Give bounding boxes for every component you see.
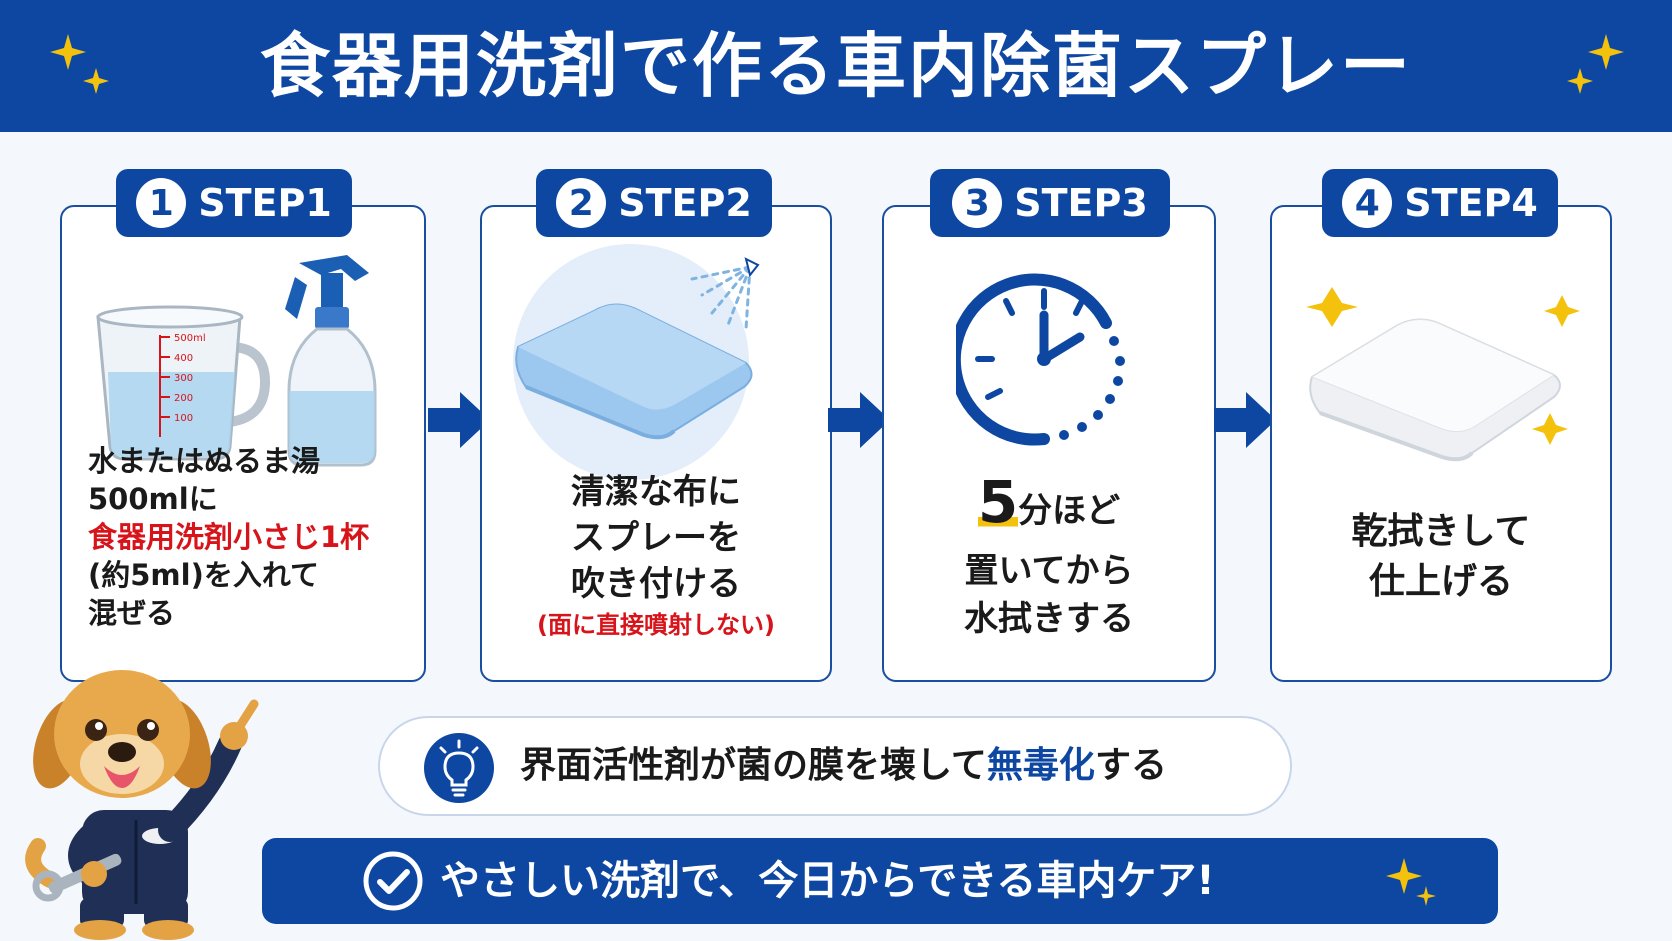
text-highlight: 食器用洗剤小さじ1杯 — [88, 520, 370, 554]
measuring-cup-icon: 500ml 400 300 200 100 — [96, 305, 270, 461]
tip-text: 界面活性剤が菌の膜を壊して無毒化する — [520, 718, 1167, 814]
step-3-text: 置いてから 水拭きする — [884, 547, 1214, 643]
text-line: スプレーを — [571, 518, 741, 558]
step-2-note: (面に直接噴射しない) — [537, 611, 775, 639]
sparkle-icon — [1567, 34, 1624, 94]
tip-highlight: 無毒化 — [986, 745, 1095, 786]
step-4-text: 乾拭きして 仕上げる — [1272, 507, 1610, 607]
step-badge: 1 STEP1 — [116, 169, 352, 237]
step-badge: 3 STEP3 — [930, 169, 1170, 237]
text-line: 仕上げる — [1368, 561, 1513, 602]
bottom-banner: やさしい洗剤で、今日からできる車内ケア! — [262, 838, 1498, 924]
step-card-3: 3 STEP3 5分ほど 置いてから 水拭きする — [882, 169, 1216, 682]
arrow-right-icon — [428, 392, 490, 448]
clean-towel-icon — [1306, 287, 1580, 462]
cup-mark: 100 — [174, 413, 193, 424]
tip-text-after: する — [1094, 745, 1167, 786]
step-label: STEP1 — [198, 181, 332, 225]
minutes-unit: 分ほど — [1018, 491, 1121, 531]
page-title: 食器用洗剤で作る車内除菌スプレー — [260, 25, 1412, 107]
cloth-spray-icon — [513, 244, 760, 480]
step-1-text: 水またはぬるま湯 500mlに 食器用洗剤小さじ1杯 (約5ml)を入れて 混ぜ… — [88, 442, 418, 632]
minutes-value: 5 — [977, 468, 1019, 536]
text-line: 混ぜる — [88, 596, 176, 630]
text-line: 500mlに — [88, 482, 218, 516]
step-number: 3 — [952, 178, 1003, 228]
step-label: STEP4 — [1404, 181, 1538, 225]
arrow-right-icon — [1214, 392, 1276, 448]
step-number: 1 — [136, 178, 187, 228]
sparkle-icon — [1386, 858, 1436, 906]
check-circle-icon — [363, 851, 423, 911]
step-label: STEP3 — [1014, 181, 1148, 225]
title-bar: 食器用洗剤で作る車内除菌スプレー — [0, 0, 1672, 132]
step-card-1: 1 STEP1 500ml 400 300 200 100 水またはぬるま湯 — [60, 169, 426, 682]
step-2-text: 清潔な布に スプレーを 吹き付ける (面に直接噴射しない) — [482, 469, 830, 643]
clock-icon — [956, 273, 1125, 446]
arrow-right-icon — [828, 392, 890, 448]
step-number: 4 — [1342, 178, 1393, 228]
text-line: (約5ml)を入れて — [88, 558, 319, 592]
cup-mark: 500ml — [174, 333, 206, 344]
step-badge: 4 STEP4 — [1322, 169, 1558, 237]
lightbulb-icon — [424, 733, 494, 803]
sparkle-icon — [50, 34, 109, 94]
step-label: STEP2 — [618, 181, 752, 225]
step-badge: 2 STEP2 — [536, 169, 772, 237]
step-3-time: 5分ほど — [884, 468, 1214, 538]
tip-text-before: 界面活性剤が菌の膜を壊して — [520, 745, 987, 786]
footer-message: やさしい洗剤で、今日からできる車内ケア! — [440, 858, 1215, 904]
text-line: 置いてから — [964, 551, 1134, 591]
cup-mark: 300 — [174, 373, 193, 384]
cup-mark: 400 — [174, 353, 193, 364]
text-line: 水拭きする — [964, 599, 1134, 639]
step-card-4: 4 STEP4 乾拭きして 仕上げる — [1270, 169, 1612, 682]
text-line: 吹き付ける — [571, 564, 741, 604]
step-number: 2 — [556, 178, 607, 228]
text-line: 乾拭きして — [1351, 511, 1531, 552]
tip-box: 界面活性剤が菌の膜を壊して無毒化する — [378, 716, 1292, 816]
text-line: 清潔な布に — [571, 472, 741, 512]
text-line: 水またはぬるま湯 — [88, 444, 321, 478]
step-card-2: 2 STEP2 清潔な布に スプレーを 吹き付ける (面に直接噴射しない) — [480, 169, 832, 682]
cup-mark: 200 — [174, 393, 193, 404]
dog-mascot-illustration — [25, 670, 259, 940]
spray-bottle-icon — [285, 255, 377, 467]
